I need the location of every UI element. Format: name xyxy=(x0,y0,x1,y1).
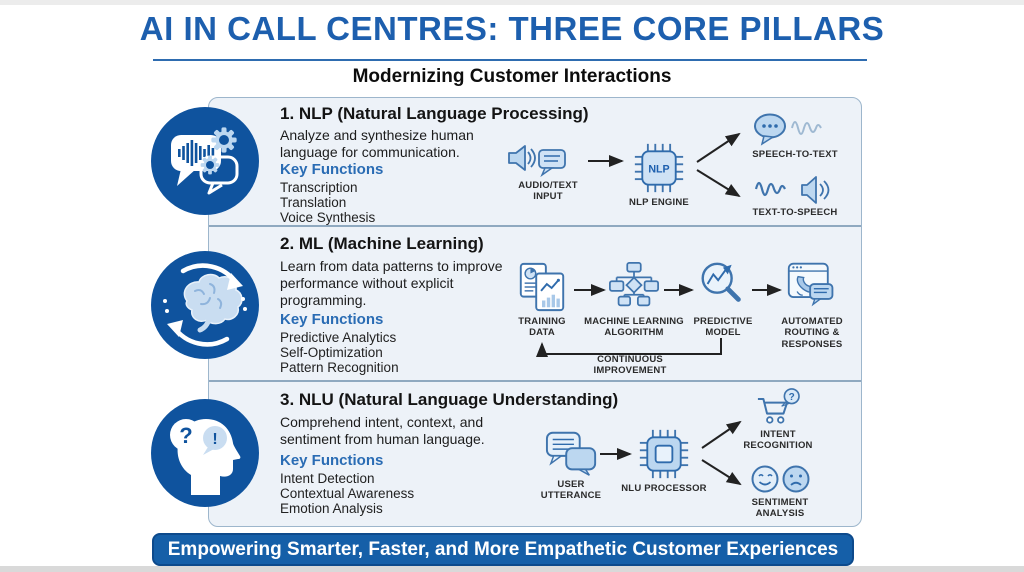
page-title: AI IN CALL CENTRES: THREE CORE PILLARS xyxy=(139,10,885,47)
predictive-model-icon xyxy=(701,262,741,302)
footer-banner: Empowering Smarter, Faster, and More Emp… xyxy=(152,533,854,566)
user-utterance-icon xyxy=(545,431,597,476)
audio-text-input-label: AUDIO/TEXT INPUT xyxy=(518,180,578,203)
arrow-input-to-nlp xyxy=(588,155,624,167)
arrow-ml-1 xyxy=(574,284,606,296)
title-underline xyxy=(153,59,867,61)
nlp-engine-chip-icon: NLP xyxy=(634,143,684,193)
continuous-improvement-arrow xyxy=(536,338,722,357)
automated-routing-label: AUTOMATED ROUTING & RESPONSES xyxy=(781,316,843,350)
section-2-key-functions-label: Key Functions xyxy=(280,311,384,328)
nlu-processor-chip-icon xyxy=(639,429,689,479)
svg-text:?: ? xyxy=(179,423,192,448)
speech-bubble-gears-icon xyxy=(151,107,259,215)
arrow-ml-3 xyxy=(752,284,782,296)
section-3-function-1: Intent Detection xyxy=(280,471,375,486)
section-2-function-2: Self-Optimization xyxy=(280,345,383,360)
bottom-edge-strip xyxy=(0,566,1024,572)
svg-text:NLP: NLP xyxy=(648,164,669,176)
svg-text:!: ! xyxy=(212,431,217,448)
arrow-nlp-to-tts xyxy=(696,169,741,198)
training-data-label: TRAINING DATA xyxy=(518,316,566,339)
thinking-head-icon: ? ! xyxy=(151,399,259,507)
section-2-description: Learn from data patterns to improve perf… xyxy=(280,258,503,309)
section-1-heading: 1. NLP (Natural Language Processing) xyxy=(280,104,589,123)
arrow-ml-2 xyxy=(664,284,694,296)
section-1-description: Analyze and synthesize human language fo… xyxy=(280,127,474,161)
user-utterance-label: USER UTTERANCE xyxy=(540,479,602,502)
ml-algorithm-icon xyxy=(609,262,659,307)
section-1-function-3: Voice Synthesis xyxy=(280,210,376,225)
svg-text:?: ? xyxy=(789,392,795,403)
arrow-utterance-to-nlu xyxy=(600,448,632,460)
nlp-engine-label: NLP ENGINE xyxy=(629,197,689,208)
speech-to-text-icon xyxy=(754,113,822,146)
section-divider-2 xyxy=(209,380,861,382)
section-3-heading: 3. NLU (Natural Language Understanding) xyxy=(280,390,619,409)
intent-recognition-icon: ? xyxy=(757,388,800,424)
arrow-nlu-to-intent xyxy=(701,420,742,449)
section-2-heading: 2. ML (Machine Learning) xyxy=(280,234,484,253)
section-2-function-3: Pattern Recognition xyxy=(280,360,399,375)
section-divider-1 xyxy=(209,225,861,227)
section-3-function-3: Emotion Analysis xyxy=(280,501,383,516)
section-2-function-1: Predictive Analytics xyxy=(280,330,397,345)
intent-recognition-label: INTENT RECOGNITION xyxy=(743,429,813,452)
arrow-nlp-to-stt xyxy=(696,132,741,163)
section-1-key-functions-label: Key Functions xyxy=(280,161,384,178)
section-3-function-2: Contextual Awareness xyxy=(280,486,415,501)
continuous-improvement-label: CONTINUOUS IMPROVEMENT xyxy=(593,354,667,377)
top-edge-strip xyxy=(0,0,1024,5)
arrow-nlu-to-sentiment xyxy=(701,459,742,486)
pillars-panel xyxy=(208,97,862,527)
speech-to-text-label: SPEECH-TO-TEXT xyxy=(752,149,838,160)
section-3-key-functions-label: Key Functions xyxy=(280,452,384,469)
ml-algorithm-label: MACHINE LEARNING ALGORITHM xyxy=(584,316,684,339)
section-1-function-1: Transcription xyxy=(280,180,358,195)
page-subtitle: Modernizing Customer Interactions xyxy=(352,66,672,87)
text-to-speech-icon xyxy=(754,176,830,204)
predictive-model-label: PREDICTIVE MODEL xyxy=(693,316,753,339)
section-1-function-2: Translation xyxy=(280,195,347,210)
section-3-description: Comprehend intent, context, and sentimen… xyxy=(280,414,485,448)
automated-routing-icon xyxy=(787,262,834,307)
nlu-processor-label: NLU PROCESSOR xyxy=(621,483,707,494)
training-data-icon xyxy=(519,262,565,312)
audio-text-input-icon xyxy=(508,145,566,178)
text-to-speech-label: TEXT-TO-SPEECH xyxy=(752,207,838,218)
sentiment-analysis-icon xyxy=(751,465,810,493)
brain-cycle-icon xyxy=(151,251,259,359)
sentiment-analysis-label: SENTIMENT ANALYSIS xyxy=(751,497,809,520)
